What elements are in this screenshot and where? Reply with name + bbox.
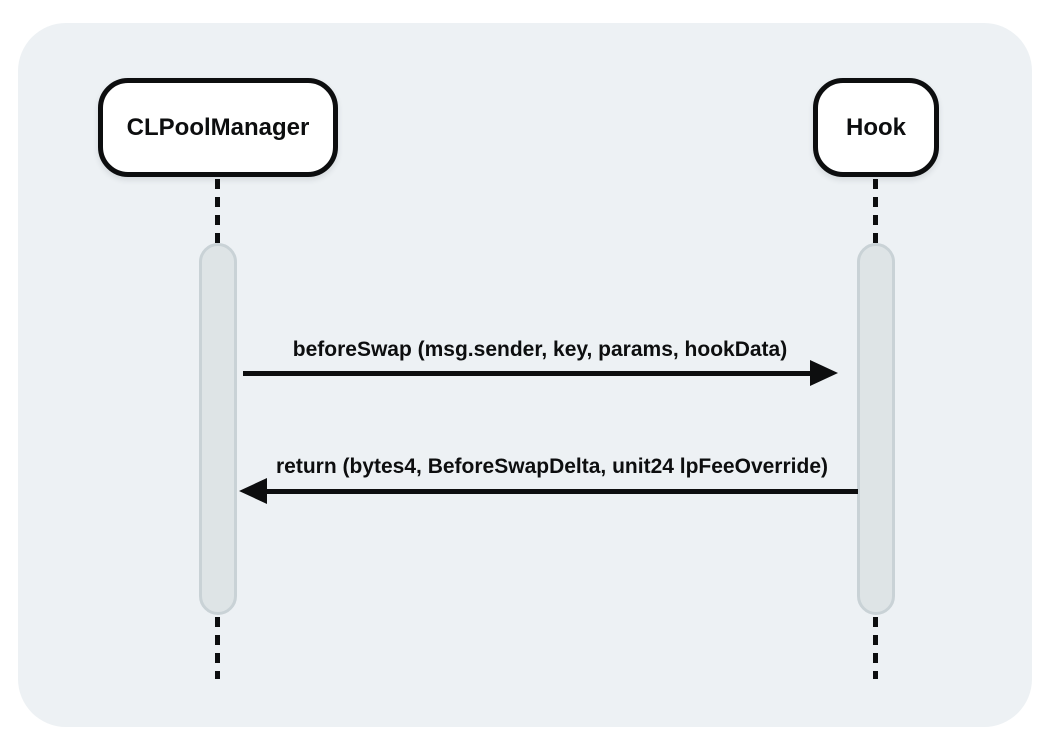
- participant-box-clpoolmanager: CLPoolManager: [98, 78, 338, 177]
- arrowhead-right-icon: [810, 360, 838, 386]
- message-line-return: [264, 489, 858, 494]
- participant-label-hook: Hook: [846, 113, 906, 141]
- activation-bar-clpoolmanager: [199, 243, 237, 615]
- participant-box-hook: Hook: [813, 78, 939, 177]
- lifeline-clpoolmanager-bottom: [215, 617, 220, 679]
- message-label-return: return (bytes4, BeforeSwapDelta, unit24 …: [276, 455, 828, 478]
- lifeline-clpoolmanager-top: [215, 179, 220, 243]
- message-line-beforeswap: [243, 371, 813, 376]
- arrowhead-left-icon: [239, 478, 267, 504]
- activation-bar-hook: [857, 243, 895, 615]
- message-label-beforeswap: beforeSwap (msg.sender, key, params, hoo…: [292, 338, 788, 361]
- lifeline-hook-top: [873, 179, 878, 243]
- lifeline-hook-bottom: [873, 617, 878, 679]
- participant-label-clpoolmanager: CLPoolManager: [126, 113, 310, 141]
